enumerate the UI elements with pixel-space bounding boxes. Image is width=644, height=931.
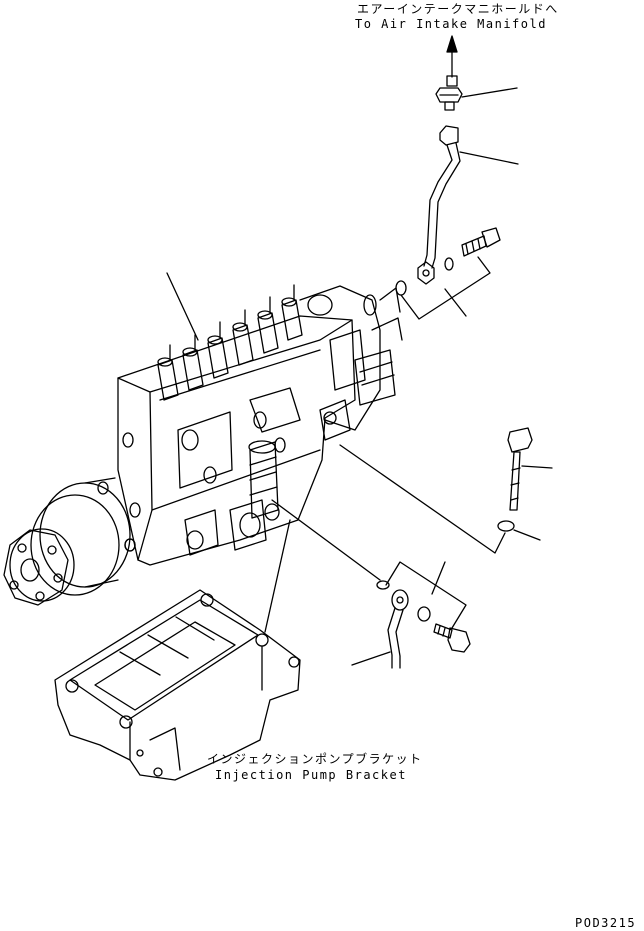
banjo-bolt	[461, 227, 501, 257]
leader-bracket	[264, 519, 291, 633]
connector-fitting	[435, 75, 463, 111]
leader-pump-lower	[271, 499, 381, 581]
leader-pump-to-bolt	[339, 444, 506, 554]
leader-bolt	[521, 465, 553, 469]
leader-bracket-group	[400, 256, 491, 320]
leader-fitting	[461, 87, 518, 98]
washer	[395, 280, 407, 296]
injection-pump-bracket	[54, 589, 301, 781]
bracket-label-en: Injection Pump Bracket	[215, 768, 407, 782]
pipe	[417, 125, 461, 285]
leader	[431, 561, 446, 595]
air-intake-label-en: To Air Intake Manifold	[355, 17, 547, 31]
drive-coupling	[3, 477, 136, 606]
leader-lower-group	[385, 561, 467, 629]
leader-pipe	[459, 151, 519, 165]
bracket-label-jp: インジェクションポンプブラケット	[207, 752, 423, 766]
lower-bolt	[433, 623, 471, 653]
lower-eye-fitting	[387, 589, 409, 669]
leader	[444, 288, 467, 317]
washer	[444, 257, 454, 271]
washer	[497, 520, 515, 532]
air-intake-label-jp: エアーインテークマニホールドへ	[357, 2, 559, 16]
washer	[376, 580, 390, 590]
leader-washer	[513, 529, 541, 541]
leader-lower-pipe	[351, 651, 391, 666]
delivery-valves	[157, 284, 303, 401]
injection-pump	[117, 284, 403, 566]
direction-arrow	[446, 35, 458, 78]
washer	[417, 606, 431, 622]
leader-injection-pump	[166, 272, 199, 341]
mounting-bolt	[507, 427, 533, 511]
drawing-code: POD3215	[575, 916, 637, 930]
